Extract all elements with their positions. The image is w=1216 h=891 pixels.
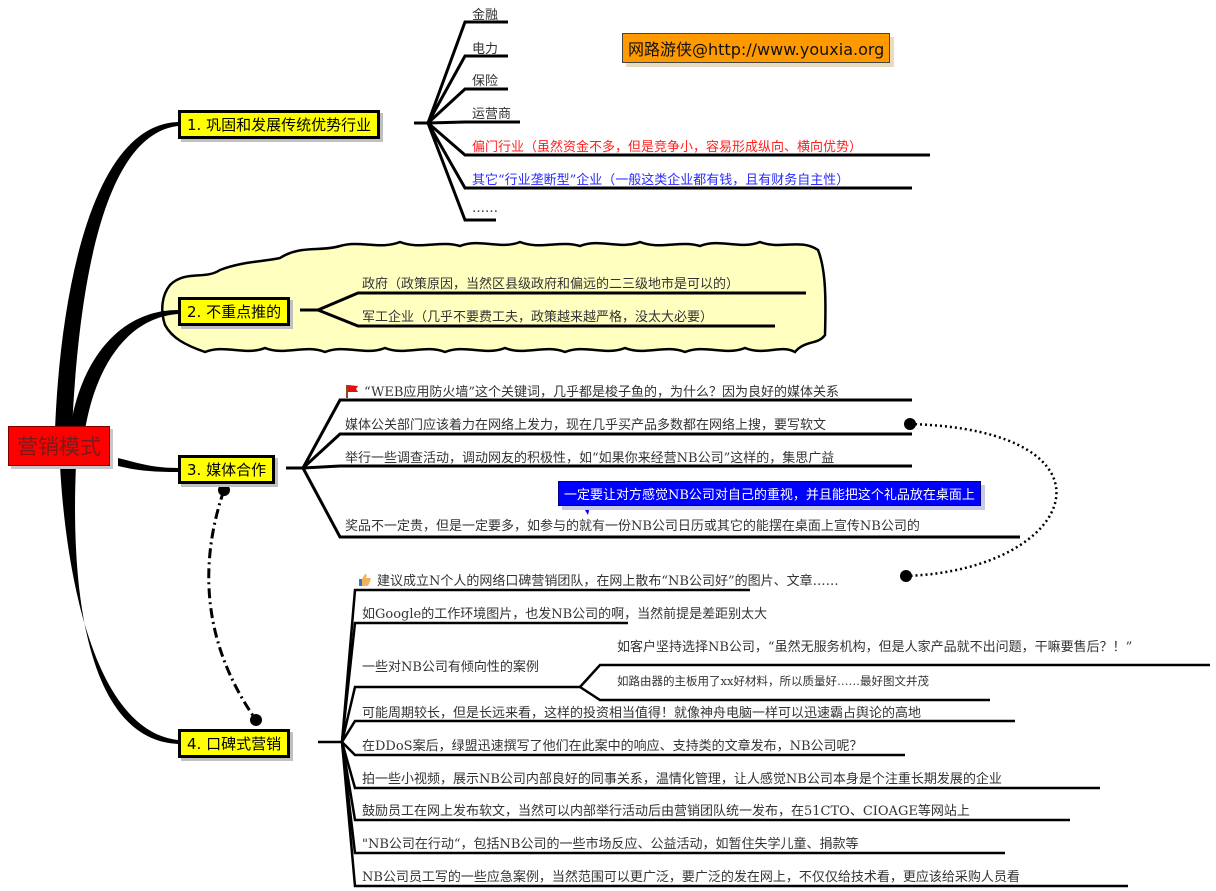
topic-1-leaf-highlight-red[interactable]: 偏门行业（虽然资金不多，但是竞争小，容易形成纵向、横向优势） (472, 140, 863, 155)
topic-1-connectors (414, 20, 930, 222)
topic-4[interactable]: 4. 口碑式营销 (178, 729, 291, 758)
relationship-endpoint (250, 714, 262, 726)
topic-3[interactable]: 3. 媒体合作 (178, 455, 276, 484)
relationship-endpoint (900, 570, 912, 582)
topic-4-leaf[interactable]: 一些对NB公司有倾向性的案例 (362, 660, 539, 675)
topic-1[interactable]: 1. 巩固和发展传统优势行业 (178, 110, 381, 139)
topic-2-leaf[interactable]: 军工企业（几乎不要费工夫，政策越来越严格，没太大必要） (362, 310, 714, 325)
topic-2-connectors (300, 291, 806, 328)
root-branches (55, 122, 178, 744)
topic-1-leaf[interactable]: 运营商 (472, 107, 512, 122)
topic-3-leaf[interactable]: 奖品不一定贵，但是一定要多，如参与的就有一份NB公司日历或其它的能摆在桌面上宣传… (345, 519, 920, 534)
relationship-endpoint (218, 484, 230, 496)
topic-4-leaf[interactable]: 鼓励员工在网上发布软文，当然可以内部举行活动后由营销团队统一发布，在51CTO、… (362, 804, 970, 819)
relationship-endpoint (904, 418, 916, 430)
topic-4-leaf[interactable]: 拍一些小视频，展示NB公司内部良好的同事关系，温情化管理，让人感觉NB公司本身是… (362, 772, 1002, 787)
topic-4-leaf[interactable]: 如Google的工作环境图片，也发NB公司的啊，当然前提是差距别太大 (362, 607, 768, 622)
topic-2[interactable]: 2. 不重点推的 (178, 297, 291, 326)
topic-4-leaf[interactable]: NB公司员工写的一些应急案例，当然范围可以更广泛，要广泛的发在网上，不仅仅给技术… (362, 870, 1020, 885)
relationship-media-wordofmouth (905, 422, 1058, 578)
topic-4-leaf[interactable]: 建议成立N个人的网络口碑营销团队，在网上散布“NB公司好”的图片、文章…… (358, 570, 839, 591)
topic-3-leaf[interactable]: “WEB应用防火墙”这个关键词，几乎都是梭子鱼的，为什么？因为良好的媒体关系 (345, 381, 839, 402)
branch-topic-4 (60, 465, 178, 744)
topic-3-leaf[interactable]: 举行一些调查活动，调动网友的积极性，如“如果你来经营NB公司”这样的，集思广益 (345, 451, 835, 466)
branch-topic-3 (118, 458, 178, 472)
topic-4-leaf[interactable]: 可能周期较长，但是长远来看，这样的投资相当值得！就像神舟电脑一样可以迅速霸占舆论… (362, 706, 922, 721)
topic-4-leaf[interactable]: "NB公司在行动“，包括NB公司的一些市场反应、公益活动，如暂住失学儿童、捐款等 (362, 837, 859, 852)
topic-2-leaf[interactable]: 政府（政策原因，当然区县级政府和偏远的二三级地市是可以的） (362, 277, 740, 292)
branch-topic-1 (55, 122, 178, 430)
topic-1-leaf[interactable]: 保险 (472, 74, 499, 89)
watermark-label: 网路游侠@http://www.youxia.org (622, 33, 891, 63)
topic-3-leaf-text: “WEB应用防火墙”这个关键词，几乎都是梭子鱼的，为什么？因为良好的媒体关系 (364, 385, 840, 400)
topic-3-leaf[interactable]: 媒体公关部门应该着力在网络上发力，现在几乎买产品多数都在网络上搜，要写软文 (345, 418, 827, 433)
topic-1-leaf[interactable]: …… (472, 201, 498, 216)
topic-3-connectors (286, 398, 1020, 539)
thumbs-up-icon (358, 573, 372, 591)
topic-4-connectors (318, 588, 1210, 888)
topic-1-leaf[interactable]: 电力 (472, 42, 499, 57)
red-flag-icon (345, 384, 359, 402)
root-topic[interactable]: 营销模式 (8, 426, 110, 466)
topic-4-subleaf[interactable]: 如客户坚持选择NB公司，“虽然无服务机构，但是人家产品就不出问题，干嘛要售后？！… (617, 640, 1133, 655)
topic-4-leaf-text: 建议成立N个人的网络口碑营销团队，在网上散布“NB公司好”的图片、文章…… (377, 574, 839, 589)
callout-note: 一定要让对方感觉NB公司对自己的重视，并且能把这个礼品放在桌面上 (558, 481, 981, 506)
topic-4-leaf[interactable]: 在DDoS案后，绿盟迅速撰写了他们在此案中的响应、支持类的文章发布，NB公司呢？ (362, 739, 863, 754)
topic-1-leaf-highlight-blue[interactable]: 其它“行业垄断型”企业（一般这类企业都有钱，且有财务自主性） (472, 173, 850, 188)
branch-topic-2 (70, 310, 178, 430)
topic-4-subleaf[interactable]: 如路由器的主板用了xx好材料，所以质量好……最好图文并茂 (617, 674, 929, 688)
topic-1-leaf[interactable]: 金融 (472, 8, 499, 23)
relationship-topic3-topic4 (207, 489, 258, 721)
